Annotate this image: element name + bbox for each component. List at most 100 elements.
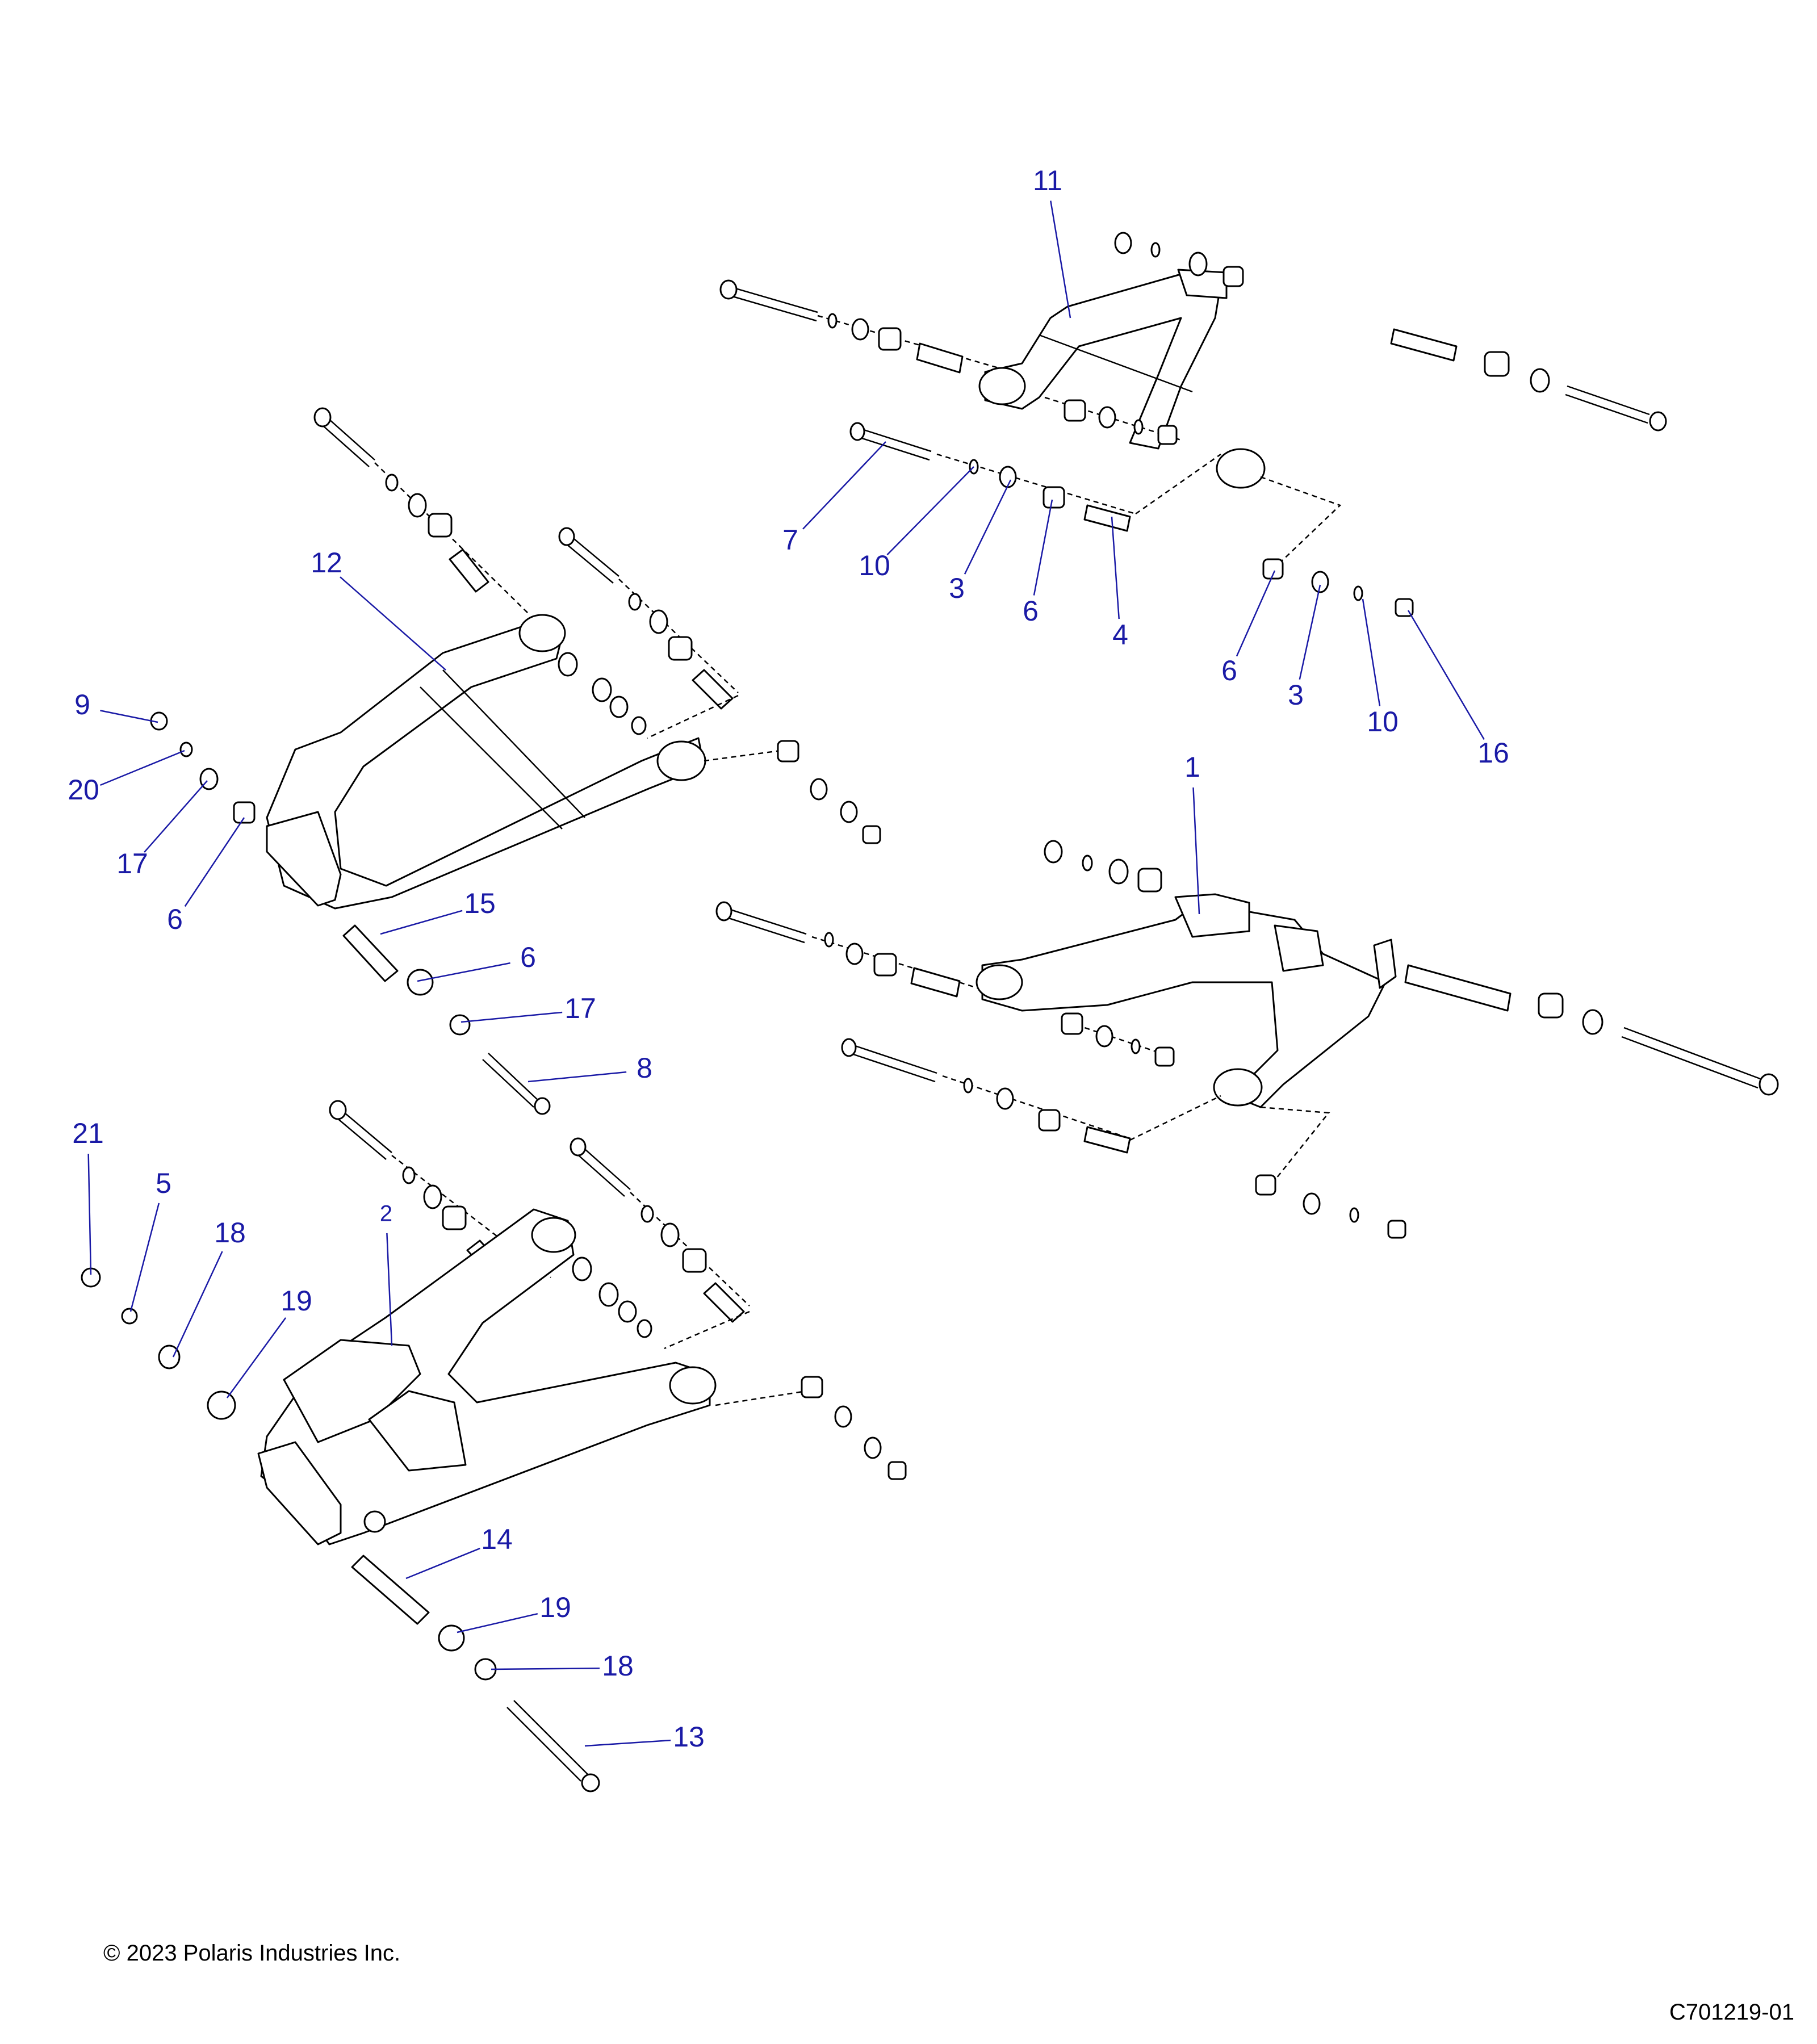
drawing-number: C701219-01 bbox=[1669, 2000, 1794, 2025]
callout-c2: 2 bbox=[380, 1201, 393, 1346]
callout-c6d: 6 bbox=[417, 941, 536, 982]
callout-c5: 5 bbox=[129, 1167, 171, 1312]
bushing bbox=[851, 318, 869, 341]
callout-number: 21 bbox=[72, 1117, 104, 1149]
callout-leader bbox=[1236, 570, 1276, 657]
callout-leader bbox=[87, 1153, 92, 1275]
callout-c17a: 17 bbox=[116, 780, 208, 879]
callout-number: 6 bbox=[520, 941, 536, 973]
callout-leader bbox=[802, 441, 886, 530]
callout-number: 18 bbox=[214, 1217, 246, 1249]
callout-c16: 16 bbox=[1407, 610, 1509, 769]
callout-c11: 11 bbox=[1033, 165, 1071, 319]
callout-number: 3 bbox=[1288, 679, 1304, 711]
callout-c17b: 17 bbox=[460, 992, 596, 1024]
callout-c1: 1 bbox=[1184, 751, 1200, 915]
callout-number: 8 bbox=[637, 1052, 652, 1084]
upper-arm-frame bbox=[984, 271, 1222, 450]
callout-number: 11 bbox=[1033, 165, 1062, 196]
callout-number: 3 bbox=[949, 572, 965, 604]
callout-leader bbox=[417, 962, 510, 982]
bushing bbox=[878, 327, 902, 351]
callout-c3a: 3 bbox=[949, 479, 1012, 604]
callout-number: 5 bbox=[156, 1167, 171, 1199]
callout-c12: 12 bbox=[311, 547, 446, 671]
callout-leader bbox=[1407, 610, 1485, 740]
pin bbox=[342, 924, 399, 982]
callout-c18a: 18 bbox=[172, 1217, 246, 1358]
callout-number: 4 bbox=[1112, 619, 1128, 651]
callout-leader bbox=[1299, 584, 1321, 680]
callout-number: 10 bbox=[1367, 706, 1399, 738]
callout-number: 2 bbox=[380, 1201, 392, 1226]
mount-bracket bbox=[266, 811, 342, 907]
sleeve bbox=[916, 342, 964, 374]
callout-leader bbox=[386, 1233, 393, 1346]
callout-number: 16 bbox=[1477, 737, 1509, 769]
callout-c19b: 19 bbox=[457, 1591, 571, 1633]
callout-leader bbox=[1033, 499, 1053, 596]
upper-front-control-arm-assembly bbox=[150, 407, 881, 1115]
callout-number: 6 bbox=[1221, 655, 1237, 686]
callout-number: 6 bbox=[1023, 595, 1039, 627]
callout-leader bbox=[405, 1547, 480, 1580]
callout-leader bbox=[1362, 598, 1381, 706]
callout-leader bbox=[129, 1203, 160, 1312]
callout-c20: 20 bbox=[68, 749, 185, 806]
callout-leader bbox=[226, 1317, 287, 1398]
callout-number: 19 bbox=[280, 1285, 312, 1317]
callout-leader bbox=[144, 780, 208, 853]
pivot-tube bbox=[978, 367, 1026, 405]
callout-leader bbox=[184, 817, 245, 907]
callout-c4: 4 bbox=[1111, 516, 1128, 651]
callout-number: 6 bbox=[167, 903, 183, 935]
lower-rear-control-arm-assembly bbox=[715, 840, 1779, 1239]
callout-number: 9 bbox=[74, 689, 90, 721]
callout-leader bbox=[100, 710, 158, 723]
callout-c10b: 10 bbox=[1362, 598, 1399, 738]
callout-leader bbox=[491, 1668, 600, 1670]
lower-front-control-arm-assembly bbox=[81, 1100, 907, 1792]
callout-number: 17 bbox=[564, 992, 596, 1024]
callout-leader bbox=[340, 576, 446, 671]
callout-leader bbox=[100, 749, 185, 786]
callout-leader bbox=[457, 1612, 538, 1633]
callout-number: 19 bbox=[539, 1591, 571, 1623]
callout-leader bbox=[886, 466, 974, 556]
callout-number: 1 bbox=[1184, 751, 1200, 783]
callout-number: 14 bbox=[481, 1523, 513, 1555]
callout-number: 18 bbox=[602, 1650, 634, 1682]
callout-leader bbox=[460, 1011, 563, 1023]
callout-leader bbox=[1050, 200, 1071, 319]
callout-c8: 8 bbox=[527, 1052, 652, 1084]
callout-leader bbox=[527, 1071, 627, 1083]
callout-c6a: 6 bbox=[1023, 499, 1053, 627]
callout-layer: 11 7 10 3 6 4 6 3 10 16 12 9 20 17 6 15 6 17 8 1 21 5 18 19 2 14 1… bbox=[68, 165, 1509, 1753]
callout-c3b: 3 bbox=[1288, 584, 1321, 711]
callout-number: 15 bbox=[464, 887, 496, 919]
callout-leader bbox=[380, 910, 463, 935]
callout-c7: 7 bbox=[782, 441, 886, 556]
bolt bbox=[719, 279, 818, 322]
callout-number: 17 bbox=[116, 848, 148, 879]
arm-bracket bbox=[1177, 269, 1228, 299]
callout-number: 10 bbox=[859, 550, 890, 581]
callout-c21: 21 bbox=[72, 1117, 104, 1275]
callout-c6b: 6 bbox=[1221, 570, 1276, 686]
callout-leader bbox=[172, 1251, 223, 1358]
callout-number: 7 bbox=[782, 524, 798, 556]
upper-rear-control-arm-assembly bbox=[719, 232, 1667, 617]
callout-c10a: 10 bbox=[859, 466, 974, 581]
callout-c19a: 19 bbox=[226, 1285, 312, 1398]
callout-leader bbox=[584, 1739, 671, 1747]
copyright-notice: © 2023 Polaris Industries Inc. bbox=[103, 1941, 401, 1966]
callout-c15: 15 bbox=[380, 887, 496, 935]
callout-number: 12 bbox=[311, 547, 342, 579]
callout-c14: 14 bbox=[405, 1523, 513, 1580]
callout-c18b: 18 bbox=[491, 1650, 634, 1682]
lower-rear-arm-frame bbox=[981, 902, 1387, 1108]
callout-number: 20 bbox=[68, 774, 99, 806]
callout-leader bbox=[964, 479, 1012, 575]
callout-number: 13 bbox=[673, 1721, 705, 1753]
